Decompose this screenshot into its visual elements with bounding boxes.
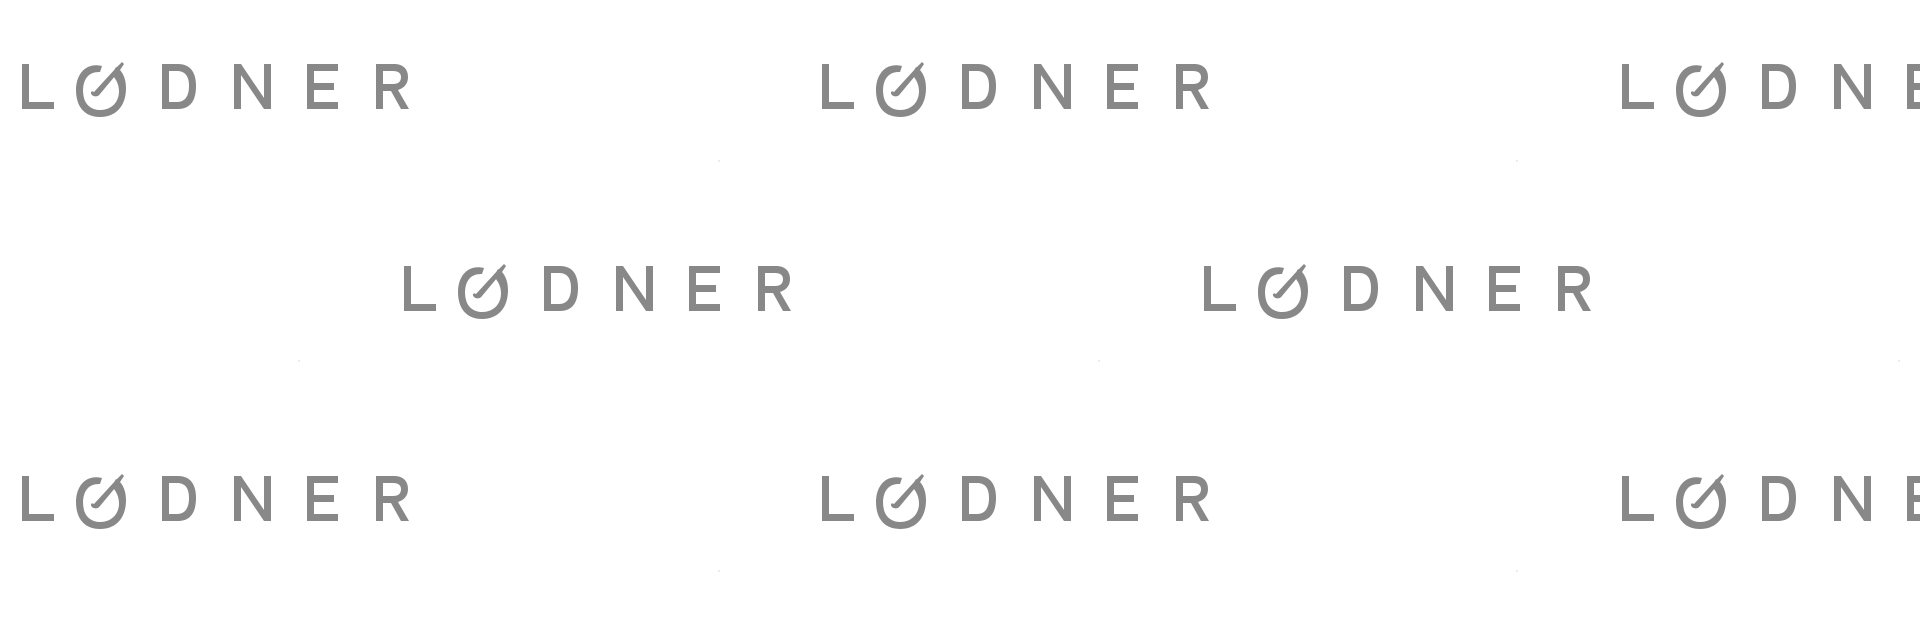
letter-r: [376, 64, 409, 109]
decorative-dot: [1098, 360, 1100, 362]
brand-logo: [820, 468, 1220, 538]
letter-d: [1344, 266, 1378, 311]
letter-n: [1034, 64, 1071, 109]
needle-icon: [90, 62, 124, 97]
decorative-dot: [298, 360, 300, 362]
brand-logo: [1620, 56, 1920, 126]
letter-e: [1107, 64, 1138, 109]
letter-e: [1907, 476, 1920, 521]
decorative-dot: [718, 160, 720, 162]
letter-n: [1034, 476, 1071, 521]
letter-l: [1622, 64, 1654, 109]
decorative-dot: [1516, 160, 1518, 162]
decorative-dot: [718, 570, 720, 572]
letter-l: [404, 266, 436, 311]
letter-l: [22, 476, 54, 521]
letter-n: [616, 266, 653, 311]
brand-logo: [402, 258, 802, 328]
letter-r: [1176, 64, 1209, 109]
brand-wordmark: [822, 62, 1209, 117]
letter-r: [376, 476, 409, 521]
needle-icon: [890, 62, 924, 97]
brand-wordmark: [822, 474, 1209, 529]
brand-logo: [820, 56, 1220, 126]
letter-n: [1834, 476, 1871, 521]
brand-logo: [20, 468, 420, 538]
needle-icon: [1690, 474, 1724, 509]
letter-e: [1107, 476, 1138, 521]
letter-d: [962, 476, 996, 521]
letter-e: [307, 476, 338, 521]
needle-icon: [1690, 62, 1724, 97]
letter-d: [1762, 64, 1796, 109]
letter-r: [1176, 476, 1209, 521]
letter-l: [822, 64, 854, 109]
letter-r: [1558, 266, 1591, 311]
letter-d: [962, 64, 996, 109]
brand-wordmark: [22, 62, 409, 117]
needle-icon: [1272, 264, 1306, 299]
letter-n: [1834, 64, 1871, 109]
letter-n: [1416, 266, 1453, 311]
letter-n: [234, 64, 271, 109]
brand-wordmark: [1622, 62, 1920, 117]
brand-logo: [20, 56, 420, 126]
letter-n: [234, 476, 271, 521]
needle-icon: [472, 264, 506, 299]
brand-logo: [1620, 468, 1920, 538]
letter-e: [1907, 64, 1920, 109]
needle-icon: [90, 474, 124, 509]
letter-l: [22, 64, 54, 109]
letter-d: [162, 476, 196, 521]
letter-r: [758, 266, 791, 311]
letter-l: [1622, 476, 1654, 521]
letter-d: [544, 266, 578, 311]
brand-wordmark: [1204, 264, 1591, 319]
letter-d: [162, 64, 196, 109]
letter-e: [689, 266, 720, 311]
brand-wordmark: [1622, 474, 1920, 529]
needle-icon: [890, 474, 924, 509]
decorative-dot: [1898, 360, 1900, 362]
letter-d: [1762, 476, 1796, 521]
letter-l: [822, 476, 854, 521]
letter-l: [1204, 266, 1236, 311]
brand-wordmark: [22, 474, 409, 529]
brand-logo: [1202, 258, 1602, 328]
letter-e: [307, 64, 338, 109]
letter-e: [1489, 266, 1520, 311]
decorative-dot: [1516, 570, 1518, 572]
brand-wordmark: [404, 264, 791, 319]
